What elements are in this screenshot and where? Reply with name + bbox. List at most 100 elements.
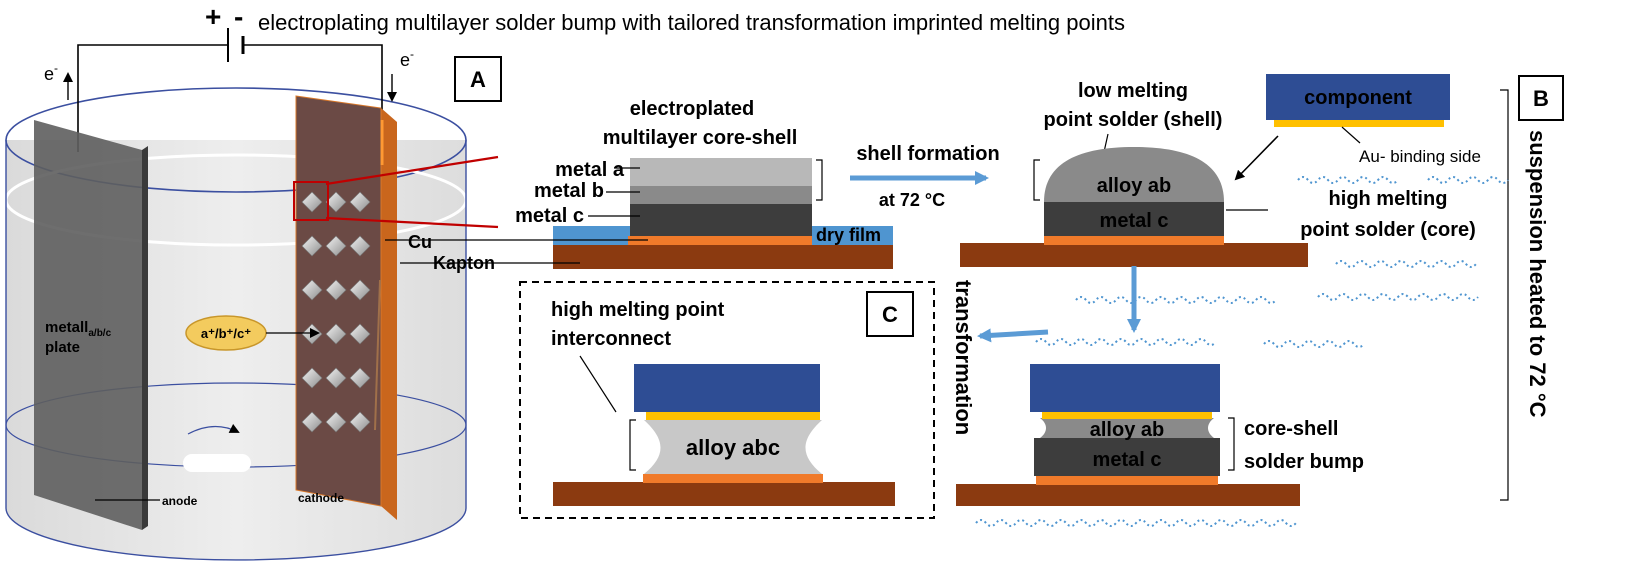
c-substrate	[553, 482, 895, 506]
core-shell-bump: alloy ab metal c core-shell solder bump	[956, 364, 1364, 506]
shell-label-line2: point solder (shell)	[1044, 109, 1223, 131]
c-label-line1: high melting point	[551, 299, 725, 321]
multilayer-stack: electroplated multilayer core-shell dry …	[385, 98, 893, 273]
shell-formation-step: shell formation at 72 °C	[850, 143, 1000, 210]
core-label-line2: point solder (core)	[1300, 219, 1476, 241]
ions-bubble: a⁺/b⁺/c⁺	[185, 315, 320, 351]
panel-a-box	[454, 56, 502, 102]
solder-bump	[349, 323, 371, 345]
solder-bump	[301, 191, 323, 213]
c-cu-pad	[643, 474, 823, 483]
solder-bump	[349, 411, 371, 433]
diagram-title: electroplating multilayer solder bump wi…	[258, 10, 1125, 35]
wave-line	[975, 519, 1297, 527]
wave-line	[1263, 340, 1365, 348]
stack-title-line2: multilayer core-shell	[603, 127, 798, 149]
stack-substrate	[553, 245, 893, 269]
cs-component	[1030, 364, 1220, 412]
plus-sign: +	[205, 1, 221, 32]
suspension-label: suspension heated to 72 °C	[1525, 130, 1550, 418]
cs-substrate	[956, 484, 1300, 506]
solder-bump	[301, 411, 323, 433]
panel-b-label: B	[1533, 86, 1549, 111]
c-gold-layer	[646, 412, 820, 420]
wave-line	[1035, 338, 1217, 346]
anode-plate: metalla/b/c plate	[34, 120, 148, 530]
dry-film-label: dry film	[816, 225, 881, 245]
anode-plate-word: plate	[45, 339, 80, 356]
wave-line	[1427, 176, 1509, 184]
solder-bump	[301, 367, 323, 389]
c-alloy-label: alloy abc	[686, 435, 780, 460]
anode-plate-label: metalla/b/c	[45, 319, 112, 339]
transformation-label: transformation	[951, 280, 976, 435]
b-core	[1044, 202, 1224, 236]
b-cu-pad	[1044, 236, 1224, 245]
solder-bump	[325, 367, 347, 389]
solder-bump	[325, 411, 347, 433]
b-alloy-label: alloy ab	[1097, 175, 1171, 197]
au-side-label: Au- binding side	[1359, 147, 1481, 166]
b-shell	[1044, 147, 1224, 202]
solder-bump	[325, 191, 347, 213]
panel-a-label: A	[470, 67, 486, 92]
transformation-arrow	[977, 328, 1049, 343]
panel-c: C high melting point interconnect alloy …	[519, 281, 935, 519]
cs-gold-layer	[1042, 412, 1212, 419]
panel-c-frame	[519, 281, 935, 519]
wave-line	[1335, 260, 1477, 268]
solder-bump	[325, 279, 347, 301]
panel-b-box	[1518, 75, 1564, 121]
cs-shell	[1040, 418, 1214, 438]
metal-a-label: metal a	[555, 159, 625, 181]
solder-bump	[349, 235, 371, 257]
b-gold-layer	[1274, 120, 1444, 127]
cu-label: Cu	[408, 232, 432, 252]
solder-bump	[349, 279, 371, 301]
metal-c-label: metal c	[515, 205, 584, 227]
power-circuit: + - e- e-	[44, 1, 414, 152]
solder-bump	[325, 235, 347, 257]
shell-formation-temp: at 72 °C	[879, 190, 945, 210]
wave-line	[1297, 176, 1399, 184]
panel-b: low melting point solder (shell) alloy a…	[960, 74, 1564, 501]
metal-a-layer	[630, 158, 812, 186]
solder-bump	[301, 235, 323, 257]
metal-b-label: metal b	[534, 180, 604, 202]
shell-label-line1: low melting	[1078, 80, 1188, 102]
cs-label-line1: core-shell	[1244, 418, 1338, 440]
cs-alloy-label: alloy ab	[1090, 419, 1164, 441]
kapton-label: Kapton	[433, 253, 495, 273]
stack-title-line1: electroplated	[630, 98, 754, 120]
b-substrate	[960, 243, 1308, 267]
zoom-box	[293, 181, 329, 221]
solder-bump	[325, 323, 347, 345]
electron-label-left: e-	[44, 61, 58, 84]
cs-core	[1034, 438, 1220, 476]
solder-bump	[349, 367, 371, 389]
minus-sign: -	[234, 1, 243, 32]
panel-c-box	[866, 291, 914, 337]
cathode-label: cathode	[298, 491, 344, 505]
solder-bump	[301, 279, 323, 301]
b-core-label: metal c	[1100, 210, 1169, 232]
suspension-waves	[975, 176, 1509, 527]
cathode-plate	[293, 95, 397, 520]
panel-c-label: C	[882, 302, 898, 327]
wave-line	[1317, 293, 1479, 301]
shell-formation-label: shell formation	[856, 143, 999, 165]
solder-bump	[349, 191, 371, 213]
c-component	[634, 364, 820, 412]
b-component	[1266, 74, 1450, 120]
cs-label-line2: solder bump	[1244, 451, 1364, 473]
metal-c-layer	[630, 204, 812, 236]
stirrer	[183, 423, 251, 472]
core-label-line1: high melting	[1329, 188, 1448, 210]
c-alloy	[644, 420, 822, 474]
component-label: component	[1304, 87, 1412, 109]
cs-core-label: metal c	[1093, 449, 1162, 471]
ions-label: a⁺/b⁺/c⁺	[201, 326, 251, 341]
anode-label: anode	[162, 494, 198, 508]
c-label-line2: interconnect	[551, 328, 671, 350]
